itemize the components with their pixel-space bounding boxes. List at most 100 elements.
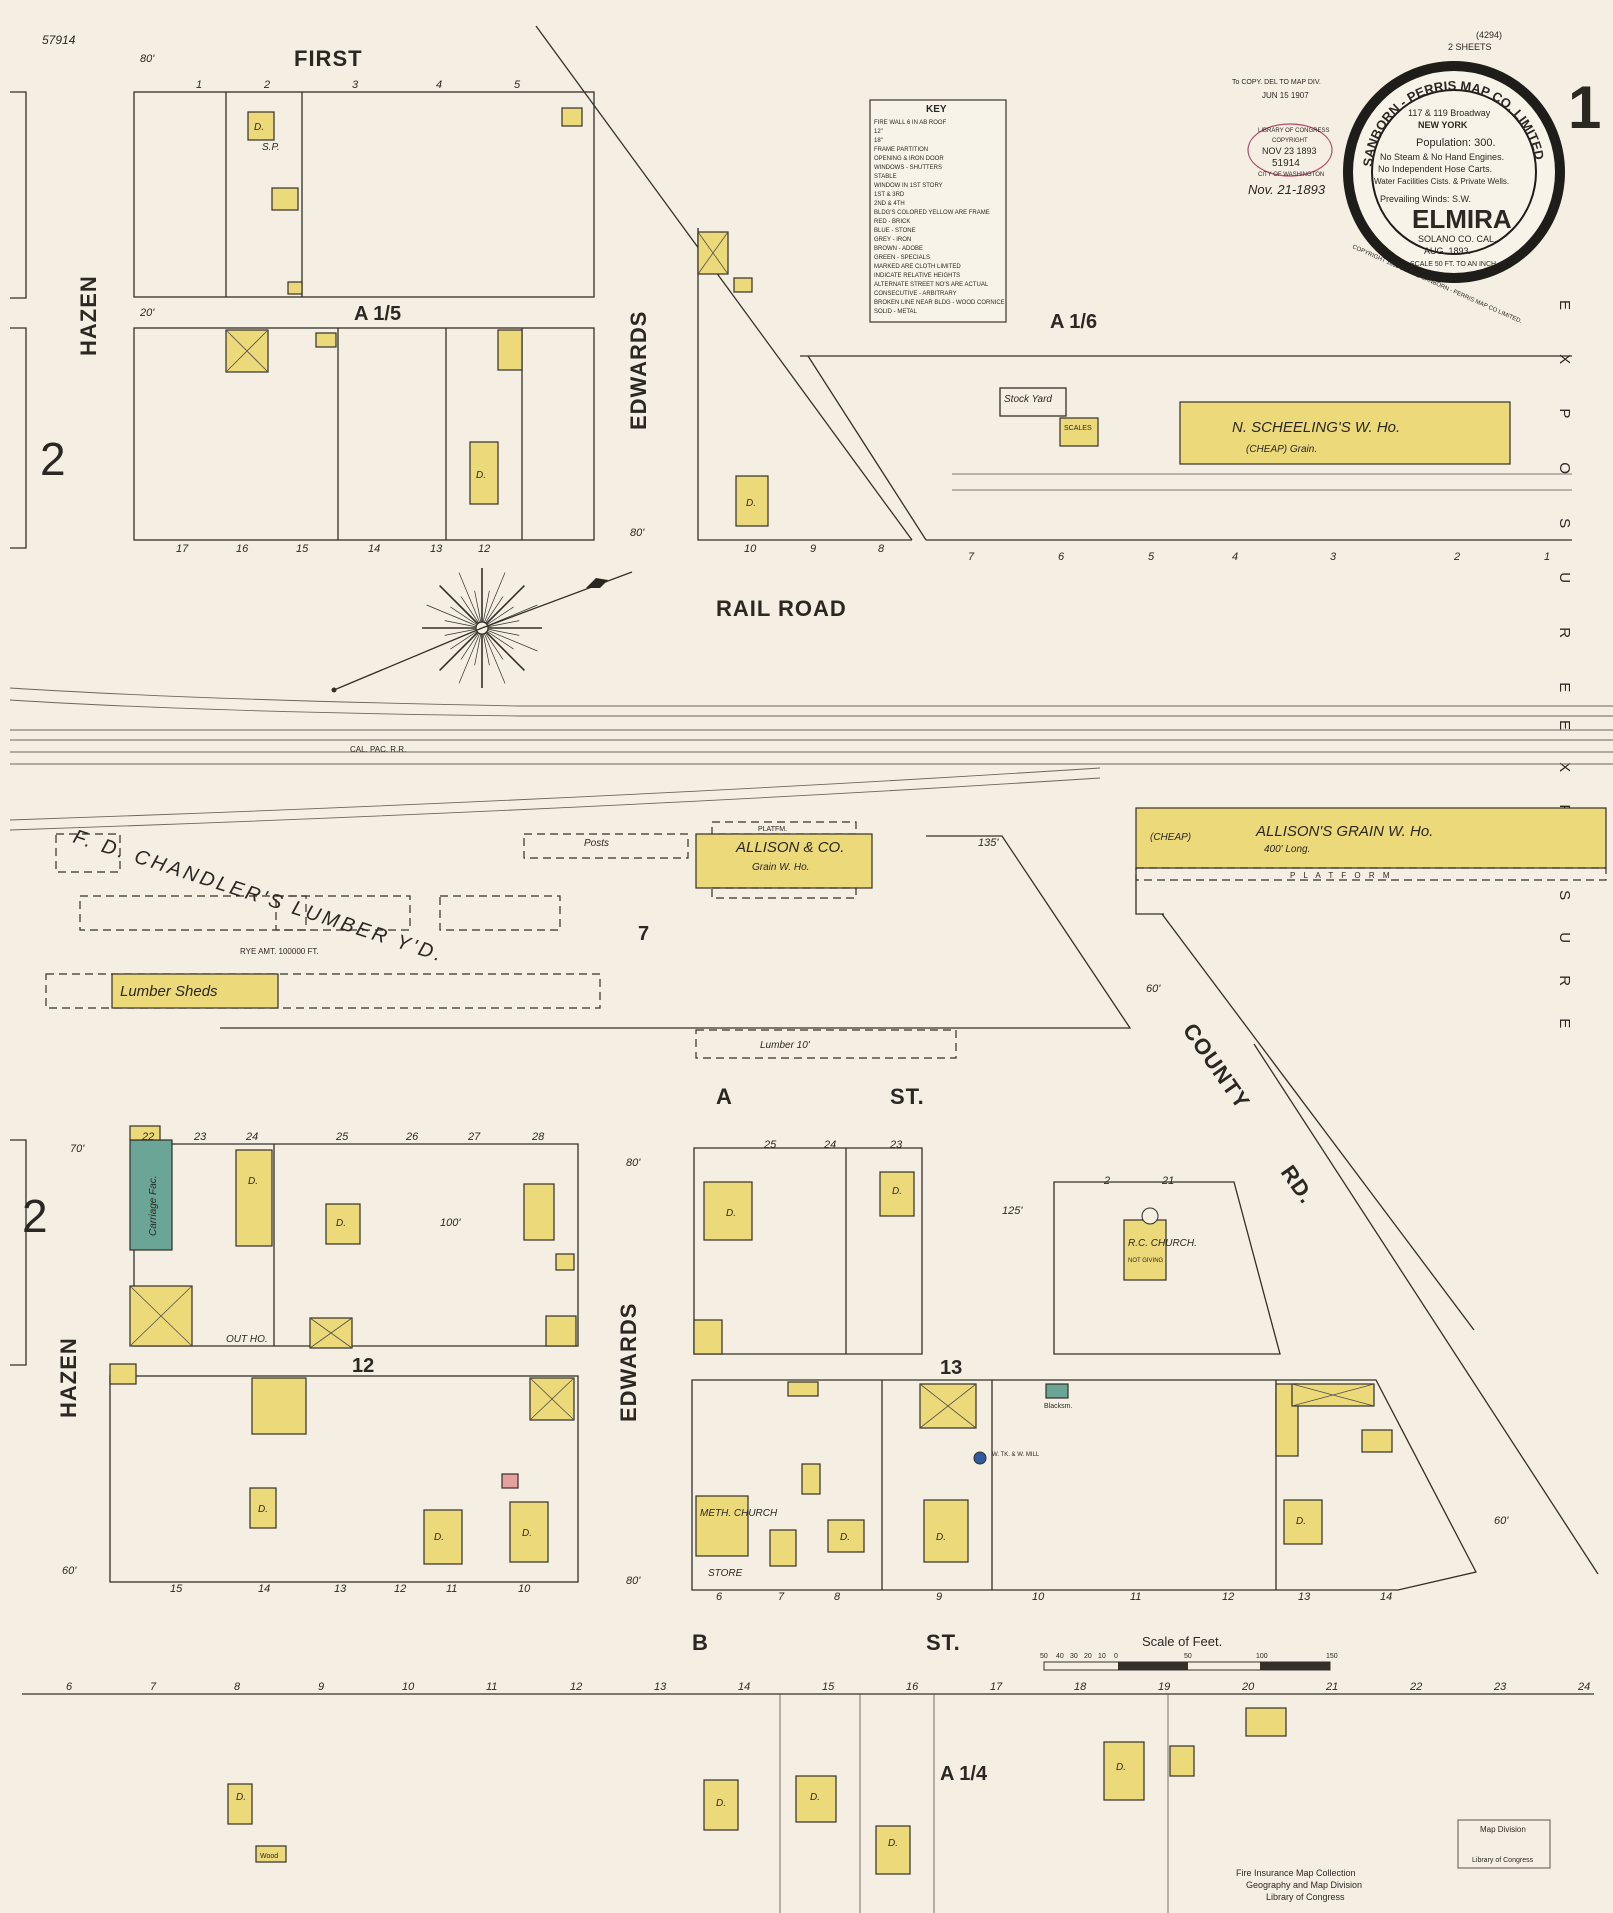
scale-tick-label: 100 [1256,1653,1268,1660]
svg-text:23: 23 [889,1139,903,1151]
shed [1169,1745,1195,1777]
lot-number: 18 [1074,1681,1087,1693]
lot-number: 7 [150,1681,157,1693]
copyright-stamp: LIBRARY OF CONGRESS COPYRIGHT NOV 23 189… [1247,123,1333,178]
exposure-right-bottom: E X P O S U R E [1556,720,1573,1042]
dwelling [249,1487,277,1529]
key-row: BLUE - STONE [874,228,916,234]
svg-text:11: 11 [1130,1591,1141,1603]
shed [1361,1429,1393,1453]
lot-number: 11 [486,1681,497,1693]
scheeling-warehouse [1179,401,1511,465]
key-row: WINDOW IN 1ST STORY [874,183,943,189]
copy-date: JUN 15 1907 [1262,91,1309,100]
scale-tick-label: 30 [1070,1653,1078,1660]
key-row: STABLE [874,174,897,180]
dim-80: 80' [140,53,155,65]
dwelling [469,441,499,505]
scale-tick-label: 40 [1056,1653,1064,1660]
svg-text:2: 2 [263,79,270,91]
svg-text:13: 13 [334,1583,347,1595]
dwelling [827,1519,865,1553]
seal-county: SOLANO CO. CAL. [1418,234,1497,244]
dwelling-code: D. [522,1528,532,1539]
dwelling-code: D. [888,1838,898,1849]
map-division: Map Division [1480,1825,1526,1834]
dwelling-code: D. [716,1798,726,1809]
library-stamps: Map Division Library of Congress Fire In… [1236,1819,1551,1902]
svg-text:11: 11 [446,1583,457,1595]
svg-text:2: 2 [1453,551,1460,563]
platform-label: P L A T F O R M [1290,871,1393,880]
dwelling-code: D. [726,1208,736,1219]
svg-text:24: 24 [823,1139,836,1151]
lot-number: 22 [1409,1681,1422,1693]
copy-note: To COPY. DEL TO MAP DIV. [1232,79,1321,86]
side-ref-2-bottom: 2 [22,1190,48,1242]
seal-line3: Water Facilities Cists. & Private Wells. [1374,177,1509,186]
dim-60: 60' [1494,1515,1509,1527]
dwelling-code: D. [254,122,264,133]
shed [109,1363,137,1385]
dwelling-code: D. [746,498,756,509]
dwelling-code: D. [840,1532,850,1543]
outbuilding [1245,1707,1287,1737]
scheeling-sub: (CHEAP) Grain. [1246,444,1317,455]
svg-text:14: 14 [368,543,380,555]
allison-grain-warehouse [1135,807,1607,869]
dwelling [875,1825,911,1875]
wind-arrow-icon [586,578,608,588]
svg-text:2: 2 [1103,1175,1110,1187]
svg-text:21: 21 [1161,1175,1174,1187]
scheeling-label: N. SCHEELING'S W. Ho. [1232,419,1400,436]
platform-small: PLATFM. [758,826,787,833]
lot-number: 6 [66,1681,73,1693]
key-row: 12" [874,129,883,135]
dwelling [227,1783,253,1825]
street-rail-road: RAIL ROAD [716,596,847,621]
street-edwards-top: EDWARDS [626,311,651,430]
svg-text:13: 13 [430,543,443,555]
dim-60: 60' [1146,983,1161,995]
svg-text:5: 5 [514,79,521,91]
street-edwards-bottom: EDWARDS [616,1303,641,1422]
lumber-sheds [111,973,279,1009]
stamp-line4: CITY OF WASHINGTON [1258,172,1324,178]
seal-scale: SCALE 50 FT. TO AN INCH. [1410,261,1498,268]
dim-80: 80' [626,1157,641,1169]
svg-text:9: 9 [810,543,816,555]
shed [287,281,303,295]
svg-text:1: 1 [196,79,202,91]
loc-stamp: Library of Congress [1266,1892,1345,1902]
lot-number: 15 [822,1681,835,1693]
dwelling [235,1149,273,1247]
street-first: FIRST [294,46,363,71]
svg-text:10: 10 [518,1583,531,1595]
dwelling [769,1529,797,1567]
wood-shed [255,1845,287,1863]
lot-number: 17 [990,1681,1003,1693]
dwelling-code: D. [476,470,486,481]
key-row: 2ND & 4TH [874,201,905,207]
outhouse-label: OUT HO. [226,1334,268,1345]
svg-text:8: 8 [878,543,885,555]
lot-number: 20 [1241,1681,1255,1693]
lot-number: 13 [654,1681,667,1693]
svg-text:3: 3 [352,79,359,91]
svg-text:26: 26 [405,1131,419,1143]
svg-text:13: 13 [1298,1591,1311,1603]
svg-text:4: 4 [436,79,442,91]
dwelling-code: D. [248,1176,258,1187]
allison-long: 400' Long. [1264,844,1310,855]
svg-text:27: 27 [467,1131,481,1143]
dwelling-code: D. [810,1792,820,1803]
dwelling-code: D. [936,1532,946,1543]
lumber-sheds-label: Lumber Sheds [120,983,218,1000]
shed [129,1125,161,1141]
sheet-number: 1 [1568,74,1601,141]
street-b-letter: B [692,1630,709,1655]
